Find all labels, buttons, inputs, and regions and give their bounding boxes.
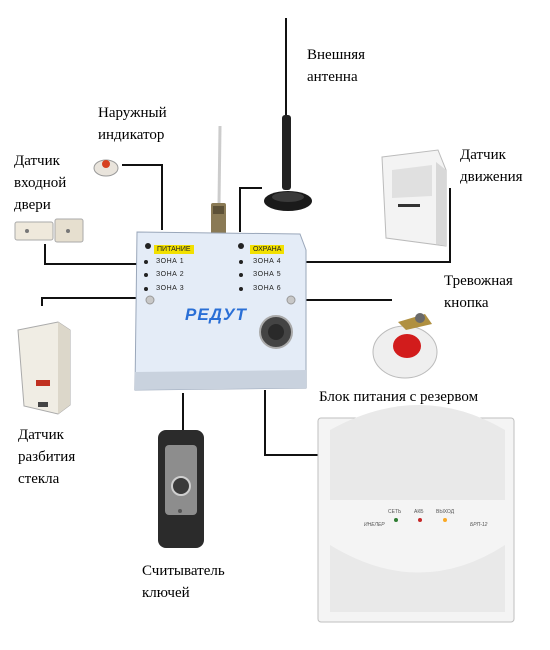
label-line: кнопка xyxy=(444,295,489,311)
glass-break-sensor-device xyxy=(17,321,71,415)
door-sensor-device xyxy=(14,218,84,243)
guard-tag: ОХРАНА xyxy=(250,245,285,254)
label-glass-break-sensor: Датчик разбития стекла xyxy=(18,424,75,490)
label-line: Датчик xyxy=(18,427,64,443)
psu-indicator-label: ВЫХОД xyxy=(436,509,455,515)
label-line: Внешняя xyxy=(307,47,366,63)
wire-door-sensor xyxy=(44,244,140,265)
zone-label: ЗОНА 2 xyxy=(156,271,185,278)
external-antenna xyxy=(264,18,312,211)
label-motion-sensor: Датчик движения xyxy=(460,144,523,188)
label-outdoor-indicator: Наружный индикатор xyxy=(98,102,167,146)
label-line: разбития xyxy=(18,449,76,465)
panel-antenna xyxy=(211,125,226,235)
zone-label: ЗОНА 1 xyxy=(156,258,185,265)
power-supply-device xyxy=(317,405,515,623)
wire-indicator xyxy=(122,164,163,230)
label-line: антенна xyxy=(307,69,358,85)
label-line: Тревожная xyxy=(444,273,513,289)
wire-antenna xyxy=(239,187,262,232)
zone-label: ЗОНА 3 xyxy=(156,285,185,292)
panel-brand-logo: РЕДУТ xyxy=(185,305,247,324)
wire-power-supply xyxy=(264,390,318,456)
psu-indicator-label: АКБ xyxy=(414,509,424,515)
zone-label: ЗОНА 6 xyxy=(253,285,282,292)
motion-sensor-device xyxy=(381,149,447,247)
wire-motion-sensor xyxy=(300,188,451,263)
label-line: входной xyxy=(14,175,67,191)
label-line: Блок питания с резервом xyxy=(319,389,479,405)
psu-brand: ИНЕЛЕР xyxy=(364,522,385,528)
power-tag: ПИТАНИЕ xyxy=(154,245,194,254)
zone-label: ЗОНА 5 xyxy=(253,271,282,278)
wire-glass-sensor xyxy=(41,297,140,306)
outdoor-indicator-device xyxy=(93,159,119,177)
control-panel-device xyxy=(134,231,307,391)
label-line: Датчик xyxy=(460,147,506,163)
label-line: двери xyxy=(14,197,51,213)
label-line: ключей xyxy=(142,585,190,601)
label-line: Считыватель xyxy=(142,563,225,579)
label-power-supply: Блок питания с резервом xyxy=(319,386,478,408)
label-external-antenna: Внешняя антенна xyxy=(307,44,365,88)
label-line: Наружный xyxy=(98,105,167,121)
label-line: индикатор xyxy=(98,127,165,143)
label-line: Датчик xyxy=(14,153,60,169)
label-line: движения xyxy=(460,169,523,185)
psu-model: БРП-12 xyxy=(470,522,488,528)
label-door-sensor: Датчик входной двери xyxy=(14,150,66,216)
zone-label: ЗОНА 4 xyxy=(253,258,282,265)
label-panic-button: Тревожная кнопка xyxy=(444,270,513,314)
key-reader-device xyxy=(158,430,204,548)
label-line: стекла xyxy=(18,471,60,487)
label-key-reader: Считыватель ключей xyxy=(142,560,225,604)
panic-button-device xyxy=(372,313,438,379)
psu-indicator-label: СЕТЬ xyxy=(388,509,402,515)
